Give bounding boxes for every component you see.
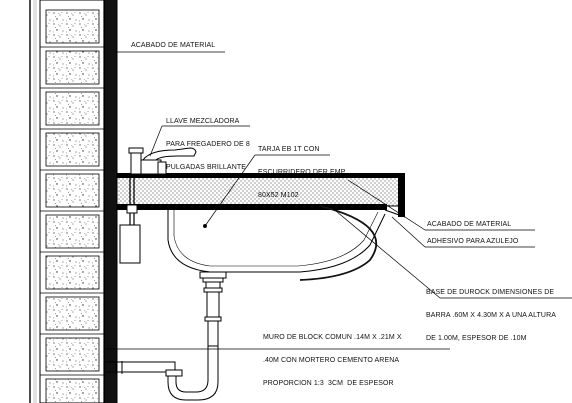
label-acabado-material-right: ACABADO DE MATERIAL bbox=[427, 221, 512, 228]
label-acabado-material-top: ACABADO DE MATERIAL bbox=[131, 42, 216, 49]
wall-finish-layer bbox=[105, 0, 117, 403]
label-line: PROPORCION 1:3 3CM DE ESPESOR bbox=[263, 379, 394, 387]
label-line: BARRA .60M X 4.30M X A UNA ALTURA bbox=[426, 311, 557, 319]
label-tarja: TARJA EB 1T CON ESCURRIDERO DER EMP 80X5… bbox=[258, 131, 345, 207]
label-line: LLAVE MEZCLADORA bbox=[166, 118, 240, 126]
faucet bbox=[119, 147, 197, 264]
wall-block bbox=[45, 132, 100, 167]
label-llave-mezcladora: LLAVE MEZCLADORA PARA FREGADERO DE 8 PUL… bbox=[166, 103, 250, 179]
leader-lines bbox=[105, 51, 572, 350]
label-line: MURO DE BLOCK COMUN .14M X .21M X bbox=[263, 334, 402, 342]
countertop bbox=[116, 173, 406, 218]
sink-drain bbox=[105, 271, 227, 401]
label-line: PARA FREGADERO DE 8 bbox=[166, 140, 250, 148]
label-adhesivo-azulejo: ADHESIVO PARA AZULEJO bbox=[427, 238, 519, 245]
label-line: DE 1.00M, ESPESOR DE .10M bbox=[426, 334, 527, 342]
label-muro-block: MURO DE BLOCK COMUN .14M X .21M X .40M C… bbox=[263, 319, 402, 395]
label-line: 80X52 M102 bbox=[258, 191, 299, 199]
wall-block bbox=[45, 296, 100, 331]
wall-block bbox=[45, 378, 100, 403]
block-wall bbox=[29, 0, 106, 403]
label-base-durock: BASE DE DUROCK DIMENSIONES DE BARRA .60M… bbox=[426, 274, 556, 350]
sink-bowl bbox=[167, 205, 386, 281]
label-line: TARJA EB 1T CON bbox=[258, 146, 320, 154]
wall-block bbox=[45, 255, 100, 290]
wall-block bbox=[45, 214, 100, 249]
wall-block bbox=[45, 173, 100, 208]
wall-block bbox=[45, 9, 100, 44]
wall-block bbox=[45, 337, 100, 372]
wall-block bbox=[45, 91, 100, 126]
label-line: .40M CON MORTERO CEMENTO ARENA bbox=[263, 356, 400, 364]
label-line: PULGADAS BRILLANTE bbox=[166, 163, 246, 171]
label-line: ESCURRIDERO DER EMP bbox=[258, 168, 346, 176]
label-line: BASE DE DUROCK DIMENSIONES DE bbox=[426, 289, 555, 297]
wall-block bbox=[45, 50, 100, 85]
